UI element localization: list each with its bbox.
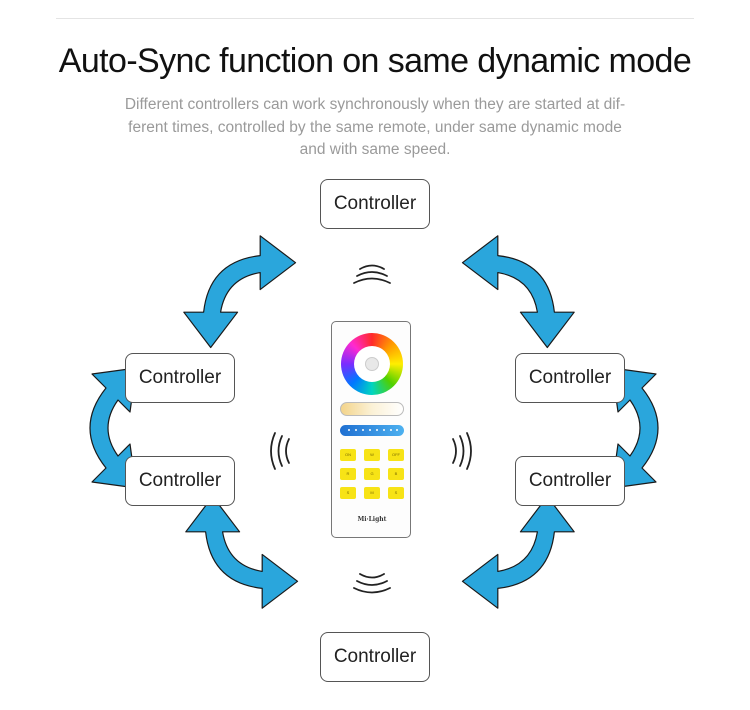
controller-label: Controller [333, 646, 417, 667]
remote-key-white: W [364, 449, 380, 461]
page-subtitle: Different controllers can work synchrono… [70, 94, 680, 162]
remote-key-green: G [364, 468, 380, 480]
controller-box-right-lower: Controller [515, 456, 625, 506]
color-temperature-slider [340, 402, 404, 416]
color-wheel-icon [341, 333, 403, 395]
top-divider [56, 18, 694, 19]
controller-label: Controller [528, 470, 612, 491]
remote-key-red: R [340, 468, 356, 480]
controller-box-right-upper: Controller [515, 353, 625, 403]
wireless-signal-icon [353, 264, 391, 284]
controller-box-top: Controller [320, 179, 430, 229]
remote-key-off: OFF [388, 449, 404, 461]
remote-key-speed-down: S [340, 487, 356, 499]
controller-label: Controller [138, 470, 222, 491]
remote-key-mode: M [364, 487, 380, 499]
double-arrow-icon [177, 229, 297, 349]
controller-label: Controller [528, 367, 612, 388]
double-arrow-icon [461, 229, 581, 349]
subtitle-line-1: Different controllers can work synchrono… [124, 96, 626, 113]
remote-key-speed-up: S [388, 487, 404, 499]
subtitle-line-3: and with same speed. [299, 141, 451, 158]
wireless-signal-icon [353, 573, 391, 594]
brightness-slider [340, 425, 404, 436]
remote-key-on: ON [340, 449, 356, 461]
wireless-signal-icon [452, 432, 472, 470]
double-arrow-icon [179, 495, 299, 615]
remote-control: ON W OFF R G B S M S Mi·Light [331, 321, 411, 538]
remote-brand-logo: Mi·Light [357, 516, 387, 523]
remote-key-blue: B [388, 468, 404, 480]
subtitle-line-2: ferent times, controlled by the same rem… [128, 118, 622, 136]
controller-label: Controller [333, 193, 417, 214]
controller-box-left-upper: Controller [125, 353, 235, 403]
double-arrow-icon [461, 495, 581, 615]
controller-box-bottom: Controller [320, 632, 430, 682]
wireless-signal-icon [270, 432, 290, 470]
controller-box-left-lower: Controller [125, 456, 235, 506]
page-title: Auto-Sync function on same dynamic mode [58, 42, 692, 80]
controller-label: Controller [138, 367, 222, 388]
